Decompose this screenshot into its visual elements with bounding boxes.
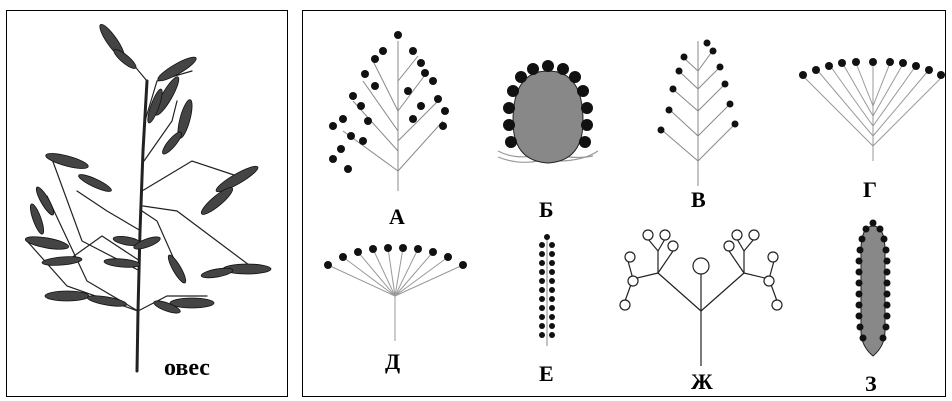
spike-icon (539, 234, 555, 346)
spadix-icon (856, 220, 891, 357)
oat-plant-icon (7, 11, 289, 398)
label-e: Е (539, 363, 554, 385)
label-z: З (865, 373, 877, 395)
label-g: Г (863, 179, 877, 201)
umbel-icon (324, 244, 467, 341)
label-d: Д (385, 351, 400, 373)
inflorescence-panel: А Б В Г Д Е Ж З (302, 10, 946, 397)
head-inflorescence-icon (498, 60, 598, 163)
label-v: В (691, 189, 706, 211)
label-a: А (389, 206, 405, 228)
corymb-icon (799, 58, 945, 161)
plant-label: овес (164, 356, 210, 380)
compound-raceme-icon (329, 31, 449, 191)
label-b: Б (539, 199, 554, 221)
label-zh: Ж (691, 371, 713, 393)
oat-panel: овес (6, 10, 288, 397)
raceme-icon (658, 40, 739, 187)
compound-cyme-icon (620, 230, 782, 366)
